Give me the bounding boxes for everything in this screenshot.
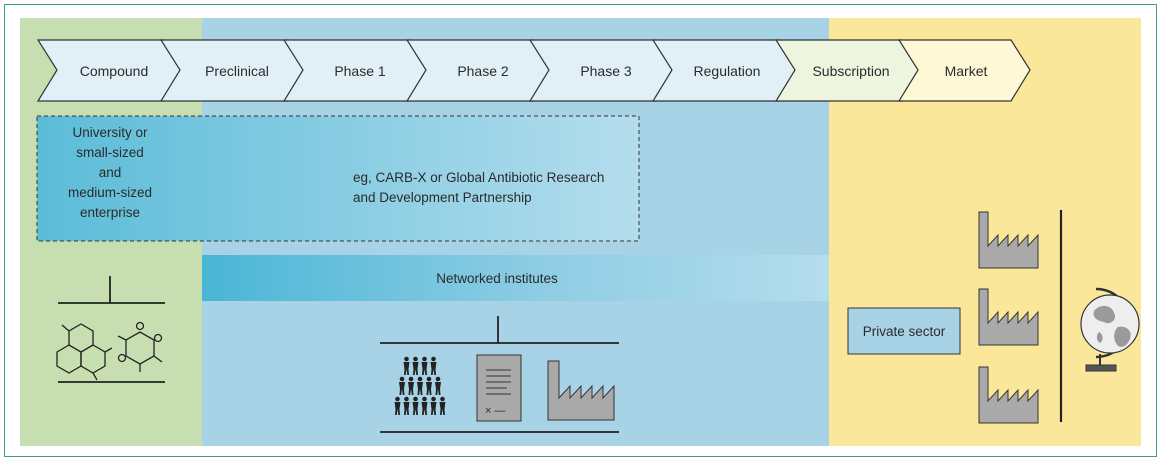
pipeline-stages: Compound Preclinical Phase 1 Phase 2 Pha… — [36, 39, 1031, 102]
stage-label: Compound — [80, 63, 149, 79]
stage-label: Preclinical — [205, 63, 269, 79]
document-icon: × — — [476, 354, 522, 422]
stage-preclinical: Preclinical — [159, 39, 308, 102]
factory-icon — [978, 288, 1039, 346]
partnership-box — [36, 115, 640, 242]
factory-icon — [978, 211, 1039, 269]
stage-regulation: Regulation — [651, 39, 800, 102]
person-figure — [421, 396, 428, 415]
person-figure — [403, 396, 410, 415]
person-figure — [439, 396, 446, 415]
stage-market: Market — [897, 39, 1031, 102]
university-line: University or — [72, 125, 148, 140]
person-figure — [430, 396, 437, 415]
person-figure — [417, 376, 423, 395]
stage-label: Phase 2 — [457, 63, 509, 79]
middle-connector — [380, 316, 619, 433]
factory-icon — [978, 366, 1039, 424]
stage-label: Regulation — [694, 63, 761, 79]
person-figure — [403, 356, 410, 375]
globe-icon — [1080, 287, 1140, 372]
document-mark: × — — [485, 405, 505, 417]
molecule-icon — [56, 323, 113, 381]
person-figure — [408, 376, 414, 395]
private-sector-label: Private sector — [863, 324, 946, 339]
networked-institutes-label: Networked institutes — [436, 271, 558, 286]
person-figure — [399, 376, 405, 395]
ring-molecule-icon — [117, 321, 163, 372]
person-figure — [430, 356, 437, 375]
university-line: enterprise — [80, 205, 140, 220]
people-group-icon — [394, 356, 446, 415]
person-figure — [435, 376, 441, 395]
left-connector — [58, 276, 165, 383]
stage-label: Market — [945, 63, 988, 79]
stage-compound: Compound — [36, 39, 185, 102]
stage-subscription: Subscription — [774, 39, 923, 102]
person-figure — [394, 396, 401, 415]
factory-icon — [547, 360, 615, 421]
figure-frame — [4, 4, 1157, 457]
stage-phase-3: Phase 3 — [528, 39, 677, 102]
stage-label: Phase 3 — [580, 63, 632, 79]
stage-label: Phase 1 — [334, 63, 386, 79]
person-figure — [412, 356, 419, 375]
networked-institutes-bar — [202, 255, 829, 301]
person-figure — [412, 396, 419, 415]
partnership-text: eg, CARB-X or Global Antibiotic Research… — [353, 170, 604, 205]
university-text: University or small-sized and medium-siz… — [68, 125, 152, 220]
stage-phase-2: Phase 2 — [405, 39, 554, 102]
university-line: and — [99, 165, 122, 180]
person-figure — [421, 356, 428, 375]
partnership-line: eg, CARB-X or Global Antibiotic Research — [353, 170, 604, 185]
partnership-line: and Development Partnership — [353, 190, 532, 205]
university-line: small-sized — [76, 145, 144, 160]
stage-phase-1: Phase 1 — [282, 39, 431, 102]
stage-label: Subscription — [812, 63, 889, 79]
university-line: medium-sized — [68, 185, 152, 200]
private-sector-box — [847, 307, 961, 355]
person-figure — [426, 376, 432, 395]
